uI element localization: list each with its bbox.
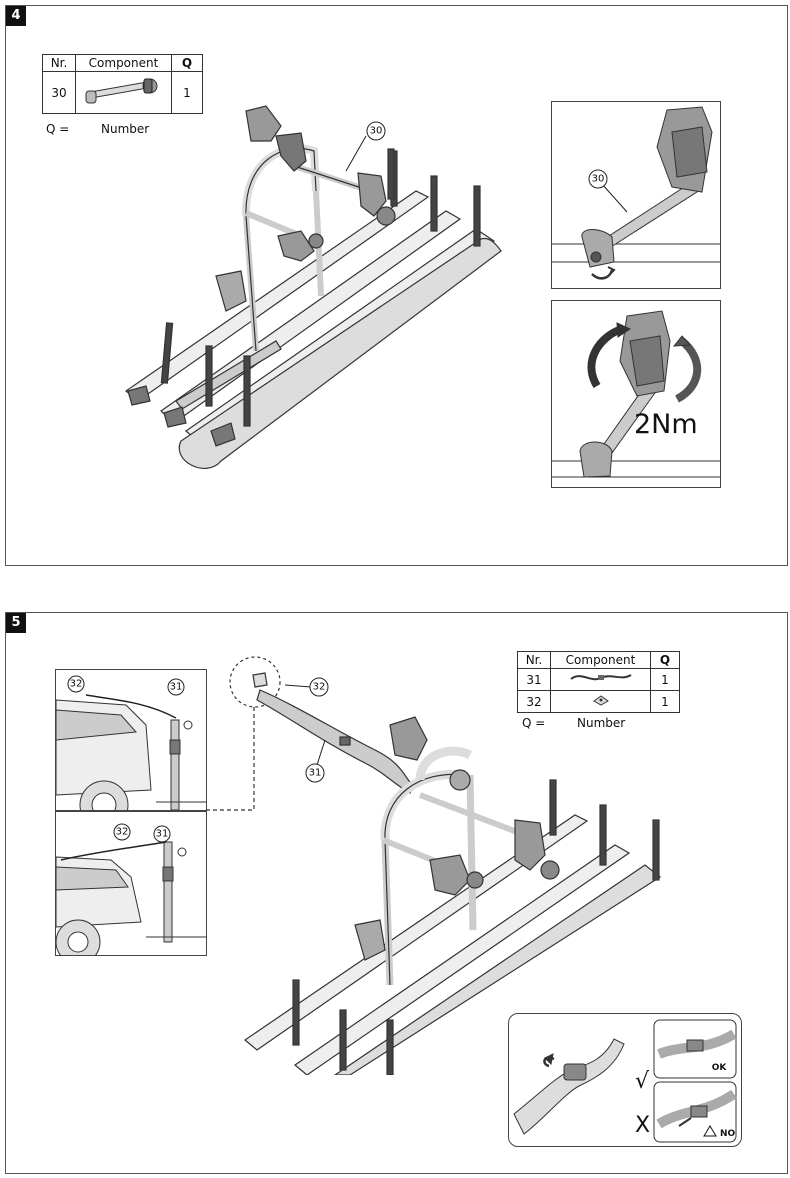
part-image [75,71,172,114]
col-header-component: Component [75,54,172,72]
col-header-nr: Nr. [517,651,551,669]
callout-31: 31 [305,739,326,783]
callout-32: 32 [113,823,131,841]
car-inset-sedan: 32 31 [55,811,207,956]
callout-30: 30 [345,121,386,172]
callout-30-detail: 30 [588,169,628,213]
part-quantity: 1 [650,668,680,691]
callout-label: 32 [116,827,129,838]
col-header-q: Q [171,54,203,72]
table-row: 30 1 [42,71,203,114]
part-number: 31 [517,668,551,691]
q-legend-label: Q = [46,122,70,136]
ok-label: OK [712,1063,728,1073]
callout-31: 31 [167,678,185,696]
table-header-row: Nr. Component Q [517,651,680,669]
q-legend-label: Q = [522,716,546,730]
no-label: NO [720,1129,736,1139]
torque-label: 2Nm [634,409,698,440]
table-header-row: Nr. Component Q [42,54,203,72]
car-inset-hatchback: 32 31 [55,669,207,811]
q-legend-value: Number [101,122,150,136]
callout-32: 32 [67,675,85,693]
parts-table: Nr. Component Q 30 1 [42,54,203,114]
step-number: 4 [6,6,26,26]
buckle-inset: √ X OK NO [508,1013,742,1147]
q-legend-value: Number [577,716,626,730]
part-number: 30 [42,71,76,114]
callout-label: 32 [313,682,326,693]
callout-label: 31 [309,768,322,779]
detail-inset-mount: 30 [551,101,721,289]
parts-table: Nr. Component Q 31 1 32 1 [517,651,680,713]
bike-carrier-illustration: 30 [125,105,502,469]
callout-label: 30 [592,174,605,185]
callout-31: 31 [153,825,171,843]
callout-label: 30 [370,126,383,137]
step-number: 5 [6,613,26,633]
callout-32: 32 [284,677,329,697]
strap-icon [569,674,632,681]
ok-mark: √ [635,1069,650,1094]
no-mark: X [635,1113,650,1138]
step-4-panel: 4 Nr. Component Q 30 1 Q = Number [5,5,788,566]
callout-label: 32 [70,679,83,690]
carrier-strap-illustration: 32 31 [205,656,662,1075]
step-5-panel: 5 Nr. Component Q 31 1 32 [5,612,788,1174]
table-row: 32 1 [517,690,680,713]
part-quantity: 1 [171,71,203,114]
warning-icon [703,1125,717,1137]
col-header-nr: Nr. [42,54,76,72]
hook-plate-icon [592,695,609,706]
detail-inset-torque: 2Nm [551,300,721,488]
clamp-arm-icon [85,78,157,104]
part-quantity: 1 [650,690,680,713]
callout-label: 31 [156,829,169,840]
callout-label: 31 [170,682,183,693]
